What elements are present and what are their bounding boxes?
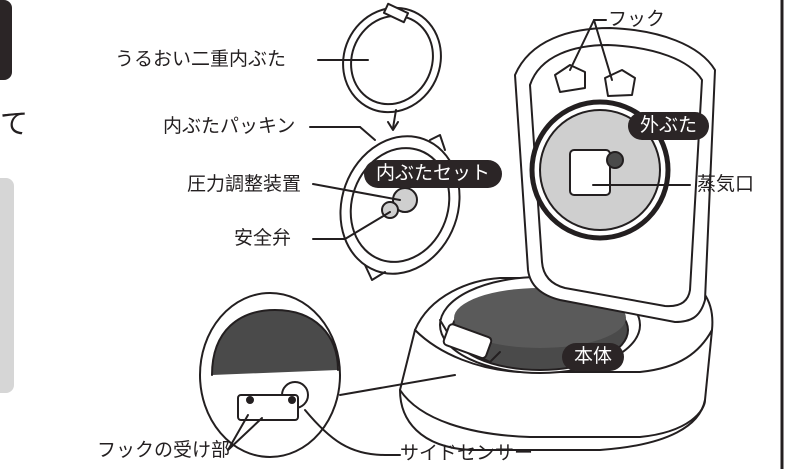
badge-inner-lid-set: 内ぶたセット — [364, 160, 503, 188]
label-side-sensor: サイドセンサー — [400, 442, 534, 464]
hook-leaders — [569, 19, 613, 81]
label-steam-vent: 蒸気口 — [697, 173, 755, 195]
outer-lid — [514, 27, 716, 323]
label-inner-lid-packing: 内ぶたパッキン — [163, 115, 296, 137]
left-edge-text: て — [0, 107, 29, 140]
label-safety-valve: 安全弁 — [234, 227, 292, 249]
inner-lid-set — [339, 134, 461, 281]
inner-lid-packing-leader-tip — [359, 126, 376, 141]
hook-receiver-leader — [227, 414, 249, 451]
zoom-connector — [339, 374, 456, 396]
label-hook-receiver: フックの受け部 — [97, 439, 231, 461]
label-hook: フック — [608, 8, 666, 30]
label-moist-inner-lid: うるおい二重内ぶた — [115, 48, 287, 70]
side-tab — [0, 0, 12, 80]
hook-receiver-leader-2 — [227, 417, 263, 451]
moist-inner-lid — [317, 2, 442, 131]
badge-outer-lid: 外ぶた — [628, 112, 710, 140]
pressure-regulator-leader — [312, 183, 401, 201]
safety-valve-leader — [312, 211, 391, 240]
label-pressure-regulator: 圧力調整装置 — [187, 173, 302, 195]
side-panel — [0, 178, 14, 393]
badge-body: 本体 — [562, 343, 625, 371]
side-sensor-leader — [304, 409, 401, 456]
zoom-inset — [199, 292, 341, 458]
